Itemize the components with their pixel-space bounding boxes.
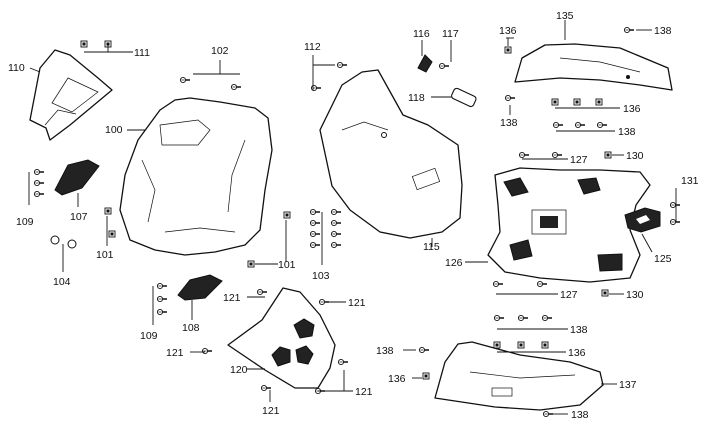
part-136-lower-side-trim xyxy=(434,341,604,411)
part-109-screws-upper xyxy=(33,168,45,198)
callout-107: 107 xyxy=(70,211,88,223)
callout-126: 127 xyxy=(570,154,588,166)
callout-125: 126 xyxy=(445,257,463,269)
callout-138: 138 xyxy=(376,345,394,357)
callout-102: 102 xyxy=(211,45,229,57)
callout-121: 121 xyxy=(348,297,366,309)
callout-137: 136 xyxy=(388,373,406,385)
part-125-floor-panel xyxy=(487,167,651,283)
part-115-inner-panel xyxy=(319,69,463,239)
callout-101: 101 xyxy=(278,259,296,271)
callout-121: 121 xyxy=(223,292,241,304)
callout-120: 120 xyxy=(230,364,248,376)
callout-110: 110 xyxy=(8,62,25,74)
callout-108: 108 xyxy=(182,322,200,334)
callout-100: 100 xyxy=(105,124,123,136)
part-116-hook xyxy=(417,54,433,73)
callout-115: 115 xyxy=(423,241,440,253)
callout-135: 135 xyxy=(556,10,574,22)
callout-117: 117 xyxy=(442,28,459,40)
callout-136: 137 xyxy=(619,379,637,391)
part-120-lower-cover xyxy=(227,287,336,389)
callout-127: 130 xyxy=(626,150,644,162)
callout-126: 127 xyxy=(560,289,578,301)
part-110-front-cover xyxy=(29,49,113,141)
part-118-pad xyxy=(451,87,477,108)
callout-111: 111 xyxy=(134,47,150,59)
part-109-screws-lower xyxy=(156,282,168,316)
callout-138: 138 xyxy=(618,126,636,138)
callout-138: 138 xyxy=(571,409,589,421)
part-130-cover xyxy=(624,207,661,233)
callout-116: 116 xyxy=(413,28,430,40)
part-103-screws xyxy=(309,208,342,249)
part-102-screws xyxy=(179,76,242,91)
callout-130: 125 xyxy=(654,253,672,265)
leader-lines xyxy=(28,20,677,415)
part-107-grille xyxy=(54,159,100,196)
callout-104: 104 xyxy=(53,276,71,288)
part-111-clips xyxy=(80,40,112,48)
callout-labels: 110 111 102 100 112 116 117 118 136 135 … xyxy=(8,10,699,421)
callout-121: 121 xyxy=(262,405,280,417)
part-131-screws xyxy=(669,201,681,226)
part-135-side-trim xyxy=(514,43,673,91)
callout-109: 109 xyxy=(140,330,158,342)
callout-137: 136 xyxy=(568,347,586,359)
callout-137: 136 xyxy=(623,103,641,115)
callout-138: 138 xyxy=(570,324,588,336)
callout-131: 131 xyxy=(681,175,699,187)
callout-118: 118 xyxy=(408,92,425,104)
callout-127: 130 xyxy=(626,289,644,301)
callout-138: 138 xyxy=(500,117,518,129)
part-104-nuts xyxy=(50,235,77,249)
callout-103: 103 xyxy=(312,270,330,282)
callout-109: 109 xyxy=(16,216,34,228)
callout-121: 121 xyxy=(355,386,373,398)
callout-121: 121 xyxy=(166,347,184,359)
part-108-grille-lower xyxy=(177,274,223,301)
callout-101: 101 xyxy=(96,249,114,261)
callout-137: 136 xyxy=(499,25,517,37)
callout-112: 112 xyxy=(304,41,321,53)
part-100-front-shield xyxy=(119,97,273,256)
callout-138: 138 xyxy=(654,25,672,37)
part-117-bolt xyxy=(438,62,450,70)
